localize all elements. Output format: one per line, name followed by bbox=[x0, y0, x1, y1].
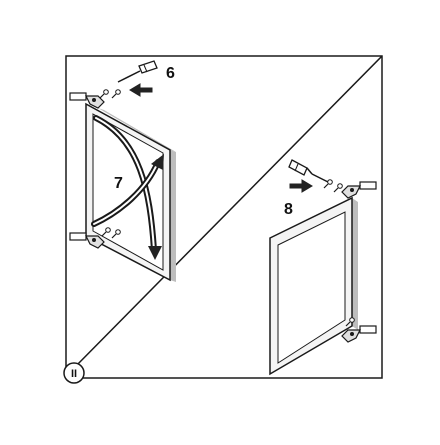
arrow-head bbox=[148, 246, 162, 260]
left-bottom-hinge bbox=[69, 232, 105, 249]
hinge-pin bbox=[350, 332, 354, 336]
right-door-side-edge bbox=[352, 198, 358, 330]
screw-icon bbox=[99, 89, 109, 99]
hinge-icon bbox=[85, 95, 105, 109]
hinge-plate bbox=[359, 325, 377, 334]
hinge-plate bbox=[359, 181, 377, 190]
right-top-screws bbox=[323, 179, 343, 193]
step-7-label: 7 bbox=[114, 175, 123, 192]
right-door-opening bbox=[277, 211, 346, 364]
arrow-icon bbox=[129, 83, 153, 97]
diagonal-divider bbox=[71, 55, 383, 371]
step-8-label: 8 bbox=[284, 201, 293, 218]
hinge-plate bbox=[69, 92, 87, 101]
hinge-plate bbox=[69, 232, 87, 241]
right-bottom-hinge bbox=[341, 325, 377, 343]
arrow-head bbox=[151, 154, 164, 170]
step-7-arrows bbox=[91, 115, 164, 260]
hinge-pin bbox=[92, 238, 96, 242]
right-bottom-screws bbox=[345, 317, 355, 327]
left-top-screws bbox=[99, 89, 121, 99]
hinge-pin bbox=[92, 98, 96, 102]
hinge-icon bbox=[341, 329, 361, 343]
screwdriver-icon bbox=[117, 60, 158, 83]
screwdriver-icon bbox=[288, 159, 329, 183]
panel-label-badge: II bbox=[63, 362, 85, 384]
screw-icon bbox=[101, 227, 111, 237]
right-top-hinge bbox=[341, 181, 377, 199]
panel-label: II bbox=[71, 368, 77, 380]
left-top-hinge bbox=[69, 92, 105, 109]
screw-icon bbox=[345, 317, 355, 327]
step-6-label: 6 bbox=[166, 65, 175, 82]
hinge-pin bbox=[350, 188, 354, 192]
hinge-icon bbox=[85, 235, 105, 249]
left-door-top-edge bbox=[98, 108, 176, 152]
screw-icon bbox=[323, 179, 333, 189]
screw-icon bbox=[111, 229, 121, 239]
screw-icon bbox=[333, 183, 343, 193]
panel-border bbox=[65, 55, 383, 379]
screw-icon bbox=[111, 89, 121, 99]
left-door-side-edge bbox=[170, 150, 176, 282]
hinge-icon bbox=[341, 185, 361, 199]
right-door bbox=[269, 196, 358, 376]
arrow-highlight bbox=[93, 161, 159, 225]
arrow-highlight bbox=[95, 117, 155, 251]
panel-label-circle bbox=[63, 362, 85, 384]
left-door bbox=[85, 102, 176, 282]
left-bottom-screws bbox=[101, 227, 121, 239]
arrow-icon bbox=[289, 179, 313, 193]
